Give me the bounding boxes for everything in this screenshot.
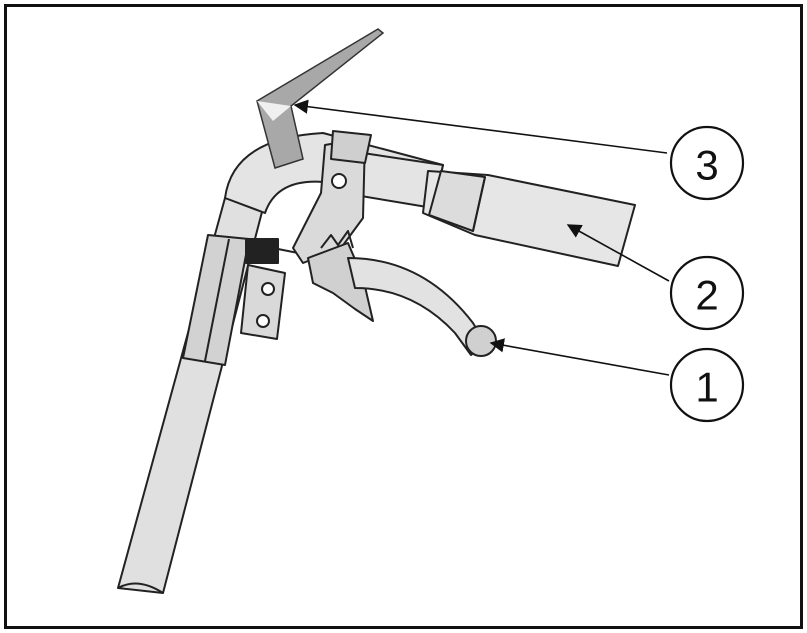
lever-end-ball xyxy=(465,325,497,357)
adjuster-pointer xyxy=(256,28,385,169)
handlebar-lever-diagram: 3 2 1 xyxy=(117,28,745,594)
callout-1-label: 1 xyxy=(695,364,718,411)
callout-3-leader xyxy=(293,99,668,154)
diagram-frame: 3 2 1 xyxy=(4,4,803,629)
callout-3-circle xyxy=(669,125,745,201)
cable-fitting xyxy=(245,238,279,264)
lever-perch xyxy=(307,242,374,322)
mounting-plate xyxy=(240,264,286,340)
callout-2-label: 2 xyxy=(695,272,718,319)
callout-1-leader xyxy=(489,338,670,376)
callout-2-leader xyxy=(566,224,670,282)
callout-3-label: 3 xyxy=(695,142,718,189)
callout-1-circle xyxy=(669,347,745,423)
callout-2-circle xyxy=(669,255,745,331)
